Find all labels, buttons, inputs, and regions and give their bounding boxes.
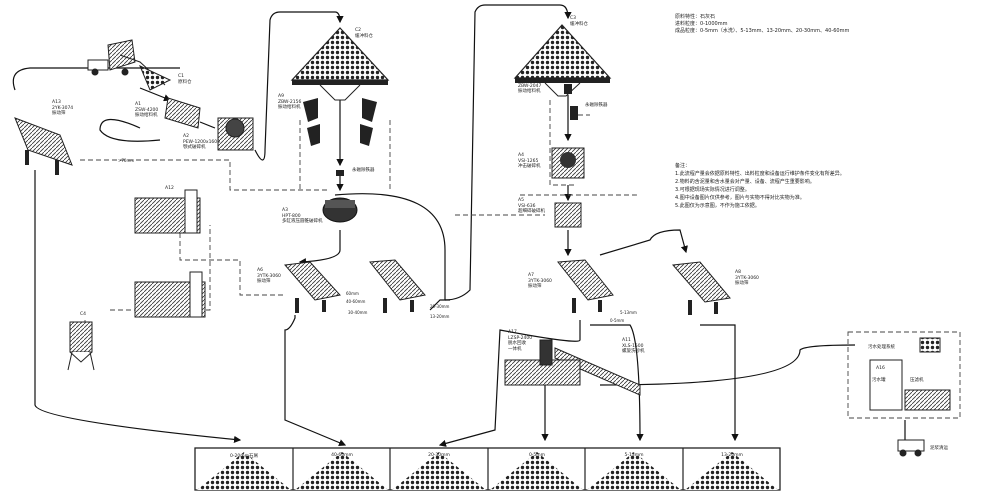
cone-crusher bbox=[322, 197, 358, 223]
vibrating-screens bbox=[14, 117, 731, 303]
label-filter-press: 压滤机 bbox=[910, 378, 924, 383]
note-item: 5.此图仅为示意图，不作为施工依据。 bbox=[675, 203, 760, 209]
label-a17: A17 LZSP-2400 脱水回收 一体机 bbox=[508, 330, 533, 352]
label-a16: A16 bbox=[876, 366, 885, 371]
powder-silo-c4 bbox=[67, 321, 95, 371]
dust-collectors bbox=[134, 189, 206, 318]
label-magnet-1: 永磁除铁器 bbox=[352, 168, 375, 173]
label-c4: C4 bbox=[80, 312, 87, 317]
sewage-system bbox=[869, 337, 951, 411]
label-a12: A12 bbox=[165, 186, 174, 191]
vibrating-feeder-a1 bbox=[164, 97, 201, 129]
storage-bins bbox=[194, 447, 781, 491]
line-label: 60mm bbox=[346, 291, 359, 296]
notes-title: 备注： bbox=[675, 163, 691, 169]
bin-label: 40-60mm bbox=[331, 453, 353, 458]
impact-crusher bbox=[551, 147, 585, 179]
label-a9: A9 ZBW-2156 振动给料机 bbox=[278, 94, 302, 110]
label-c1: C1 原料仓 bbox=[178, 74, 192, 85]
label-a10: A10 ZBW-2047 振动给料机 bbox=[518, 78, 542, 94]
info-line-1: 原料特性：石灰石 bbox=[675, 14, 716, 20]
label-a6: A6 3YTK-3060 振动筛 bbox=[257, 268, 281, 284]
info-line-3: 成品粒度：0-5mm（水洗）、5-13mm、13-20mm、20-30mm、40… bbox=[675, 28, 850, 34]
ultrafine-crusher bbox=[554, 202, 582, 228]
bin-label: 0-20mm石屑 bbox=[230, 454, 258, 459]
silo-c2 bbox=[290, 27, 390, 101]
notes-block: 备注： 1.此流程产量会依据原料特性、出料粒度和设备运行维护条件变化有所差异。 … bbox=[675, 162, 845, 210]
bin-label: 13-20mm bbox=[721, 453, 743, 458]
label-a1: A1 ZSW-4200 振动给料机 bbox=[135, 102, 159, 118]
label-sewage-tank: 污水罐 bbox=[872, 378, 886, 383]
label-c2: C2 缓冲料仓 bbox=[355, 28, 373, 39]
label-a13: A13 2YK-3074 振动筛 bbox=[52, 100, 74, 116]
label-c3: C3 缓冲料仓 bbox=[570, 16, 588, 27]
sludge-truck bbox=[897, 439, 925, 457]
sand-washer bbox=[504, 339, 641, 396]
line-label: 5-13mm bbox=[620, 310, 637, 315]
note-item: 3.可根据现场实际情况进行调整。 bbox=[675, 187, 750, 193]
label-sewage-system: 污水处理系统 bbox=[868, 345, 895, 350]
label-a11: A11 XLS-1500 螺旋洗砂机 bbox=[622, 338, 645, 354]
line-label: >70mm bbox=[118, 158, 135, 163]
line-label: 13-20mm bbox=[430, 314, 450, 319]
label-a8: A8 3YTK-3060 振动筛 bbox=[735, 270, 759, 286]
raw-material-info: 原料特性：石灰石 进料粒度：0-1000mm 成品粒度：0-5mm（水洗）、5-… bbox=[675, 14, 849, 35]
bin-label: 0-5mm bbox=[528, 453, 546, 458]
line-label: 20-30mm bbox=[430, 304, 450, 309]
note-item: 4.图中设备图片仅供参考，图片与实物不得对比实物为准。 bbox=[675, 195, 805, 201]
note-item: 1.此流程产量会依据原料特性、出料粒度和设备运行维护条件变化有所差异。 bbox=[675, 171, 845, 177]
screen-legs bbox=[25, 150, 718, 315]
note-item: 2.物料的含泥量和含水量会对产量、设备、流程产生重要影响。 bbox=[675, 179, 815, 185]
label-sludge-truck: 泥浆清运 bbox=[930, 446, 948, 451]
label-a4: A4 VSI-1265 冲击破碎机 bbox=[518, 153, 541, 169]
line-label: 40-60mm bbox=[346, 299, 366, 304]
label-a5: A5 VSI-636 超细碎破碎机 bbox=[518, 198, 545, 214]
feeders-c3 bbox=[564, 84, 578, 120]
feeders-c2 bbox=[303, 98, 377, 176]
jaw-crusher bbox=[217, 117, 254, 151]
label-a3: A3 HPT-800 多缸液压圆锥破碎机 bbox=[282, 208, 323, 224]
dump-truck bbox=[87, 39, 172, 91]
line-label: 0-5mm bbox=[610, 318, 625, 323]
line-label: 30-40mm bbox=[348, 310, 368, 315]
label-a2: A2 PEW-1200x1600 颚式破碎机 bbox=[183, 134, 221, 150]
info-line-2: 进料粒度：0-1000mm bbox=[675, 21, 728, 27]
bin-label: 20-30mm bbox=[428, 453, 450, 458]
label-a7: A7 3YTK-3060 振动筛 bbox=[528, 273, 552, 289]
label-magnet-2: 永磁除铁器 bbox=[585, 103, 608, 108]
bin-label: 5-13mm bbox=[624, 453, 644, 458]
